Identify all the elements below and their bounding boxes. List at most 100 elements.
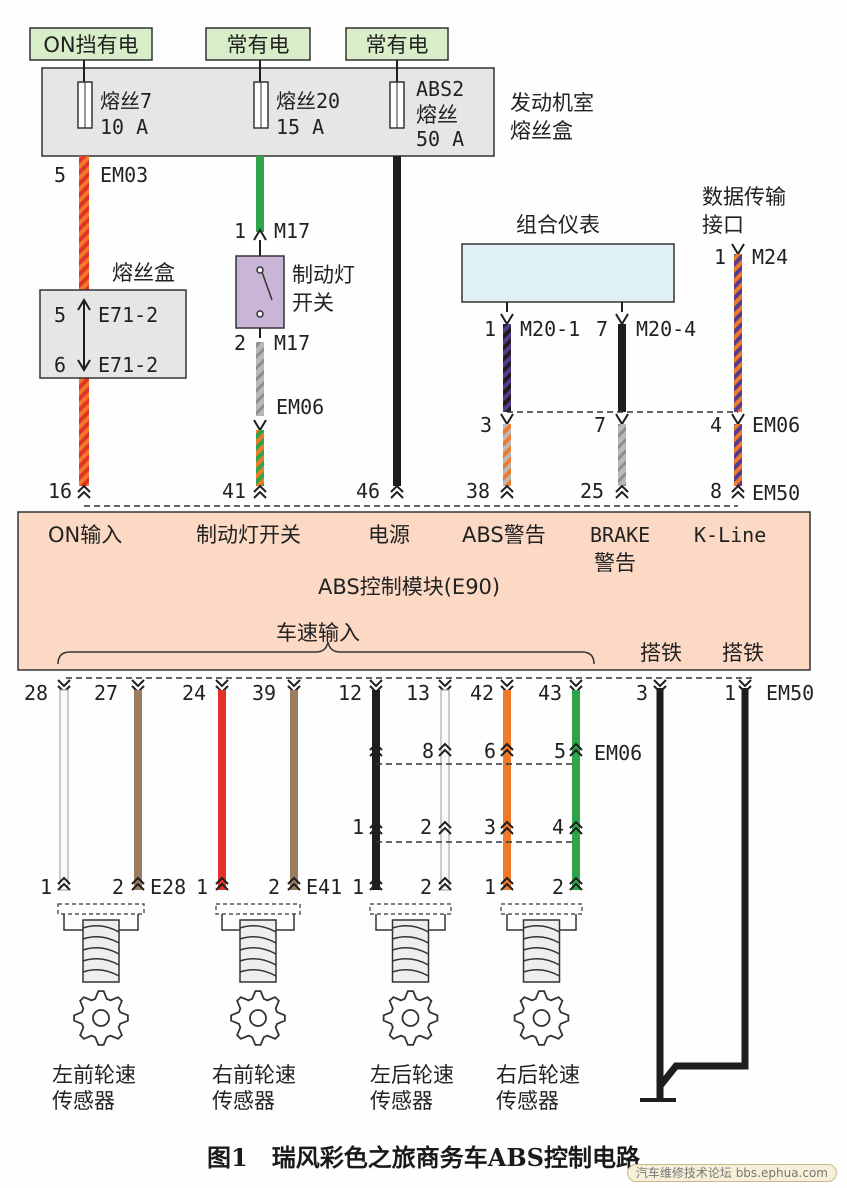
- fuse-rating: 10 A: [100, 115, 148, 139]
- speed-input-brace: [57, 641, 595, 665]
- connector-arrow: [253, 419, 267, 432]
- pin-number: 13: [406, 681, 430, 705]
- wire-k-line: [734, 254, 742, 412]
- wire-lr-sensor: [440, 689, 450, 891]
- wire-abs-warning: [503, 424, 511, 486]
- fuse-label: 熔丝20: [276, 89, 340, 113]
- connector-arrow: [438, 742, 452, 757]
- pin-number: 46: [356, 479, 380, 503]
- brake-light-switch: [235, 255, 285, 329]
- ground-label: 搭铁: [722, 641, 764, 665]
- connector-em06: EM06: [752, 413, 800, 437]
- wire-lf-sensor: [59, 689, 69, 891]
- connector-arrow: [569, 876, 583, 891]
- connector-arrow: [569, 742, 583, 757]
- pin-number: 1: [352, 815, 364, 839]
- connector-arrow: [369, 820, 383, 835]
- pin-number: 5: [54, 163, 66, 187]
- connector-em50: EM50: [752, 481, 800, 505]
- pin-number: 3: [480, 413, 492, 437]
- pin-number: 1: [352, 875, 364, 899]
- connector-e71: E71-2: [98, 303, 158, 327]
- pin-number: 1: [724, 681, 736, 705]
- brake-switch-label: 开关: [292, 291, 334, 315]
- wire-lr-sensor: [372, 690, 380, 890]
- sensor-label: 传感器: [496, 1089, 559, 1113]
- sensor-label: 传感器: [52, 1089, 115, 1113]
- power-label-on: ON挡有电: [29, 27, 153, 61]
- connector-arrow: [131, 876, 145, 891]
- abs-control-module: [17, 511, 811, 671]
- pin-number: 4: [552, 815, 564, 839]
- connector-arrow: [731, 484, 745, 499]
- module-pin-label: BRAKE: [590, 523, 650, 547]
- connector-arrow: [500, 820, 514, 835]
- sensor-label: 传感器: [212, 1089, 275, 1113]
- sensor-label: 左前轮速: [52, 1063, 136, 1087]
- connector-arrow: [253, 484, 267, 499]
- connector-arrow: [369, 876, 383, 891]
- connector-arrow: [500, 313, 514, 326]
- brake-switch-label: 制动灯: [292, 263, 355, 287]
- power-label-text: 常有电: [227, 33, 290, 57]
- module-pin-label: K-Line: [694, 523, 766, 547]
- connector-m20-4: M20-4: [636, 317, 696, 341]
- module-pin-label: 警告: [594, 551, 636, 575]
- pin-number: 2: [268, 875, 280, 899]
- module-pin-label: 制动灯开关: [196, 523, 301, 547]
- wire-rr-sensor: [572, 690, 580, 890]
- connector-m20-1: M20-1: [520, 317, 580, 341]
- pin-number: 5: [54, 303, 66, 327]
- pin-number: 1: [40, 875, 52, 899]
- pin-number: 1: [234, 219, 246, 243]
- connector-arrow: [438, 820, 452, 835]
- fuse-20: 熔丝20 15 A: [253, 81, 340, 139]
- sensor-label: 传感器: [370, 1089, 433, 1113]
- connector-arrow: [731, 243, 745, 256]
- connector-e28: E28: [150, 875, 186, 899]
- pin-number: 8: [422, 739, 434, 763]
- pin-number: 3: [636, 681, 648, 705]
- connector-arrow: [57, 876, 71, 891]
- connector-m17: M17: [274, 331, 310, 355]
- wheel-speed-sensor: [57, 903, 145, 1046]
- pin-number: 43: [538, 681, 562, 705]
- wire-ground: [656, 688, 749, 1089]
- pin-number: 2: [112, 875, 124, 899]
- pin-number: 3: [484, 815, 496, 839]
- pin-number: 6: [484, 739, 496, 763]
- pin-number: 41: [222, 479, 246, 503]
- wire-k-line: [734, 424, 742, 486]
- sensor-label: 右后轮速: [496, 1063, 580, 1087]
- wire-brake-switch: [256, 342, 264, 416]
- connector-em03: EM03: [100, 163, 148, 187]
- connector-arrow: [77, 484, 91, 499]
- pin-number: 27: [94, 681, 118, 705]
- pin-number: 1: [714, 245, 726, 269]
- pin-number: 2: [420, 815, 432, 839]
- connector-arrow: [77, 359, 91, 372]
- wheel-speed-sensor: [215, 903, 301, 1046]
- wire-lf-sensor: [134, 690, 142, 890]
- fuse-box: [39, 289, 187, 379]
- connector-arrow: [500, 484, 514, 499]
- sensor-label: 右前轮速: [212, 1063, 296, 1087]
- fuse-rating: 50 A: [416, 127, 464, 151]
- connector-arrow: [615, 484, 629, 499]
- pin-number: 42: [470, 681, 494, 705]
- fuse-7: 熔丝7 10 A: [77, 81, 152, 139]
- watermark: 汽车维修技术论坛 bbs.ephua.com: [626, 1164, 837, 1182]
- power-label-text: ON挡有电: [43, 33, 138, 57]
- connector-em06: EM06: [276, 395, 324, 419]
- connector-arrow: [287, 876, 301, 891]
- pin-number: 25: [580, 479, 604, 503]
- engine-fuse-box-label: 发动机室: [510, 91, 594, 115]
- fuse-rating: 15 A: [276, 115, 324, 139]
- connector-arrow: [569, 820, 583, 835]
- wheel-speed-sensor: [500, 903, 583, 1046]
- pin-number: 24: [182, 681, 206, 705]
- pin-number: 1: [484, 875, 496, 899]
- pin-number: 7: [594, 413, 606, 437]
- fuse-abs2: ABS2 熔丝 50 A: [389, 77, 464, 151]
